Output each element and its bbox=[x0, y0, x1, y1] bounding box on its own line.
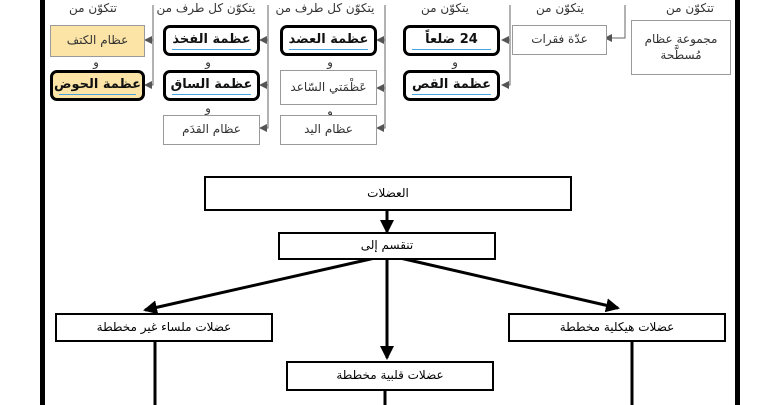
box-cardiac-muscles: عضلات قلبية مخططة bbox=[286, 361, 494, 391]
header-leg: يتكوّن كل طرف من bbox=[156, 1, 256, 15]
box-tibia: عظمة الساق bbox=[163, 70, 260, 101]
box-sternum: عظمة القص bbox=[403, 70, 500, 101]
box-shoulder-bones: عظام الكتف bbox=[50, 25, 145, 57]
header-skull: تتكوّن من bbox=[666, 1, 714, 15]
and-arm-2: و bbox=[327, 104, 333, 118]
box-hand-bones: عظام اليد bbox=[280, 115, 377, 145]
connector-ribs-sternum bbox=[501, 40, 511, 89]
box-spine-vertebrae: عدّة فقرات bbox=[512, 25, 607, 55]
frame-left-border bbox=[40, 0, 45, 405]
box-divide-into: تنقسم إلى bbox=[278, 232, 496, 260]
header-girdles: تتكوّن من bbox=[69, 1, 117, 15]
header-ribs: يتكوّن من bbox=[421, 1, 469, 15]
box-humerus: عظمة العضد bbox=[280, 25, 377, 56]
box-forearm-bones: عَظْمَتي السّاعد bbox=[280, 70, 377, 105]
connector-humerus bbox=[376, 5, 386, 44]
box-foot-bones: عظام القدَم bbox=[163, 115, 260, 145]
box-pelvis: عظمة الحوض bbox=[50, 70, 145, 101]
box-skull-bones: مجموعة عظام مُسطَّحة bbox=[631, 20, 731, 75]
header-arm: يتكوّن كل طرف من bbox=[275, 1, 375, 15]
connector-pelvis bbox=[144, 40, 154, 89]
box-smooth-muscles: عضلات ملساء غير مخططة bbox=[55, 313, 273, 342]
header-spine: يتكوّن من bbox=[536, 1, 584, 15]
connector-spine-ribs bbox=[501, 5, 511, 44]
box-femur: عظمة الفخذ bbox=[163, 25, 260, 56]
and-leg-2: و bbox=[205, 101, 211, 115]
frame-right-border bbox=[735, 0, 740, 405]
connector-foot bbox=[259, 85, 269, 132]
and-ribs: و bbox=[452, 55, 458, 69]
connector-forearm bbox=[376, 40, 386, 92]
connector-skull-spine bbox=[604, 5, 626, 42]
connector-femur bbox=[259, 5, 269, 44]
connector-tibia bbox=[259, 40, 269, 89]
and-leg-1: و bbox=[205, 55, 211, 69]
connector-hand bbox=[376, 88, 386, 132]
box-skeletal-muscles: عضلات هيكلية مخططة bbox=[508, 313, 726, 342]
connector-shoulder bbox=[144, 5, 154, 44]
arrow-to-smooth bbox=[143, 256, 376, 315]
and-arm-1: و bbox=[327, 55, 333, 69]
arrow-to-skeletal bbox=[399, 256, 620, 313]
box-muscles-title: العضلات bbox=[204, 176, 572, 211]
and-girdle: و bbox=[93, 55, 99, 69]
box-ribs: 24 ضلعاً bbox=[403, 25, 500, 56]
